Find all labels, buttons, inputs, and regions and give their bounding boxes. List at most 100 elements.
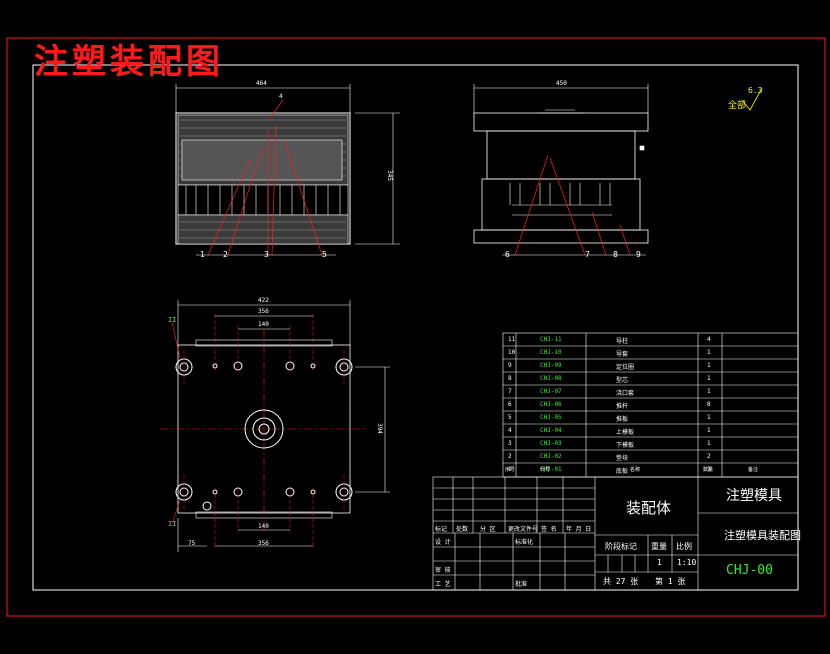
title-block-grid (432, 476, 799, 591)
bom-cell-name: 浇口套 (616, 390, 635, 397)
tb-row-label-2: 处数 (456, 526, 469, 533)
bom-cell-qty: 1 (707, 362, 711, 369)
bom-cell-qty: 1 (707, 427, 711, 434)
tb-standard: 标准化 (515, 539, 534, 546)
bom-cell-qty: 1 (707, 466, 711, 473)
bom-cell-no: 7 (508, 388, 512, 395)
tb-row-label-4: 更改文件号 (508, 526, 539, 533)
bom-header-code: 代号 (540, 467, 551, 473)
tb-review: 审 核 (435, 567, 451, 574)
bom-cell-name: 底板 (616, 468, 629, 475)
front-balloon-4: 4 (279, 93, 283, 100)
bom-cell-no: 11 (508, 336, 516, 343)
bom-cell-name: 导套 (616, 351, 629, 358)
plan-dim-mid: 356 (258, 308, 269, 315)
plan-dim-side: 394 (375, 423, 383, 434)
bom-cell-name: 型芯 (616, 377, 629, 384)
bom-cell-code: CHJ-02 (540, 453, 562, 460)
bom-cell-code: CHJ-08 (540, 375, 562, 382)
side-width-dim: 450 (556, 80, 567, 87)
tb-design: 设 计 (435, 539, 451, 546)
bom-cell-qty: 1 (707, 375, 711, 382)
bom-cell-qty: 1 (707, 388, 711, 395)
bom-cell-qty: 1 (707, 414, 711, 421)
plan-label-bottom-left: II (168, 520, 177, 528)
bom-cell-code: CHJ-01 (540, 466, 562, 473)
drawing-title: 注塑装配图 (34, 42, 224, 82)
roughness-value: 6.3 (748, 86, 763, 95)
side-view (473, 84, 649, 256)
plan-dim-bottom-mid: 356 (258, 540, 269, 547)
bom-cell-code: CHJ-09 (540, 362, 562, 369)
side-balloon-9: 9 (636, 250, 641, 259)
bom-cell-name: 上模板 (616, 429, 635, 436)
front-view (175, 84, 400, 256)
side-balloon-8: 8 (613, 250, 618, 259)
bom-cell-name: 定位圈 (616, 364, 635, 371)
tb-sheet-no: 第 1 张 (655, 577, 686, 586)
tb-stage-label: 阶段标记 (605, 542, 637, 551)
bom-cell-code: CHJ-05 (540, 414, 562, 421)
plan-view (160, 300, 390, 552)
tb-weight-value: 1 (657, 558, 662, 567)
bom-cell-no: 5 (508, 414, 512, 421)
plan-dim-bottom-inner: 140 (258, 523, 269, 530)
bom-cell-no: 6 (508, 401, 512, 408)
roughness-prefix: 全部 (728, 101, 747, 111)
bom-cell-qty: 1 (707, 440, 711, 447)
bom-cell-name: 导柱 (616, 338, 629, 345)
tb-drawing-no: CHJ-00 (726, 563, 773, 578)
front-balloon-3: 3 (264, 250, 269, 259)
bom-cell-no: 4 (508, 427, 512, 434)
bom-cell-code: CHJ-03 (540, 440, 562, 447)
bom-cell-no: 3 (508, 440, 512, 447)
tb-part-name: 装配体 (626, 499, 672, 517)
bom-cell-name: 下模板 (616, 442, 635, 449)
bom-cell-name: 推板 (616, 416, 629, 423)
front-width-dim: 464 (256, 80, 267, 87)
bom-cell-code: CHJ-07 (540, 388, 562, 395)
bom-header-qty: 数量 (703, 467, 714, 473)
inner-frame (32, 64, 799, 591)
bom-cell-no: 1 (508, 466, 512, 473)
bom-cell-code: CHJ-06 (540, 401, 562, 408)
bom-header-name: 名称 (630, 467, 641, 473)
plan-dim-outer: 422 (258, 297, 269, 304)
bom-cell-no: 10 (508, 349, 516, 356)
outer-frame (6, 37, 826, 617)
tb-sheets-total: 共 27 张 (603, 577, 639, 586)
bom-cell-qty: 1 (707, 349, 711, 356)
plan-dim-inner: 140 (258, 321, 269, 328)
bom-cell-no: 8 (508, 375, 512, 382)
front-balloon-5: 5 (322, 250, 327, 259)
bom-cell-name: 垫块 (616, 455, 629, 462)
tb-row-label-5: 签 名 (541, 526, 557, 533)
tb-drawing-name: 注塑模具装配图 (724, 529, 801, 542)
tb-row-label-1: 标记 (435, 526, 448, 533)
bom-header-note: 备注 (748, 467, 759, 473)
tb-company: 注塑模具 (726, 488, 782, 504)
tb-approve: 批准 (515, 581, 528, 588)
tb-weight-label: 重量 (651, 542, 667, 551)
front-balloon-2: 2 (223, 250, 228, 259)
tb-process: 工 艺 (435, 581, 451, 588)
front-balloon-1: 1 (200, 250, 205, 259)
side-balloon-7: 7 (585, 250, 590, 259)
bom-cell-no: 2 (508, 453, 512, 460)
bom-cell-name: 推杆 (616, 403, 629, 410)
bom-cell-qty: 2 (707, 453, 711, 460)
bom-cell-no: 9 (508, 362, 512, 369)
tb-scale-value: 1:10 (677, 558, 697, 567)
bom-grid (502, 332, 799, 478)
tb-row-label-3: 分 区 (480, 526, 496, 533)
roughness-symbol (741, 87, 763, 111)
bom-cell-code: CHJ-11 (540, 336, 562, 343)
plan-label-top-left: II (168, 316, 177, 324)
front-height-dim: 345 (385, 170, 393, 181)
bom-cell-qty: 8 (707, 401, 711, 408)
side-balloon-6: 6 (505, 250, 510, 259)
tb-row-label-6: 年 月 日 (566, 526, 592, 533)
bom-header-no: 序号 (505, 467, 516, 473)
